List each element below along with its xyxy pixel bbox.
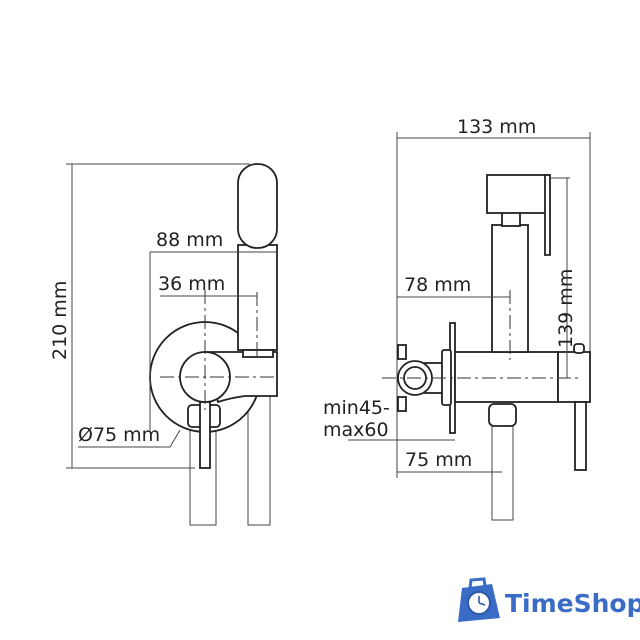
overall-width-label: 133 mm [457, 116, 536, 138]
height-label: 210 mm [49, 281, 71, 360]
handset-head [237, 163, 278, 249]
water-hose-side [491, 419, 514, 521]
diameter-label: Ø75 mm [78, 424, 160, 446]
depth-label: 78 mm [404, 274, 471, 296]
bracket-tab-top [397, 344, 407, 360]
cap-knob [573, 343, 585, 354]
valve-lever [199, 401, 211, 469]
wall-depth-label-min: min45- [323, 397, 390, 419]
logo-text: TimeShop [505, 589, 640, 618]
side-view: 133 mm 139 mm 78 mm [323, 116, 591, 521]
wall-depth-label-max: max60 [323, 419, 389, 441]
handset-body-side [491, 224, 529, 353]
diameter-leader [78, 429, 181, 448]
valve-cap [557, 351, 591, 403]
offset-label: 36 mm [158, 273, 225, 295]
timeshop-logo: TimeShop [458, 577, 640, 622]
bag-clock-icon [458, 577, 500, 622]
handset-head-side [486, 174, 550, 214]
valve-lever-side [574, 401, 587, 471]
front-view: 210 mm 88 mm 36 mm Ø75 mm [49, 163, 278, 526]
hose-nut-side [488, 403, 517, 427]
outlet-label: 75 mm [405, 449, 472, 471]
handset-trigger [544, 174, 551, 256]
height-label-side: 139 mm [555, 269, 577, 348]
valve-body-side [454, 351, 559, 403]
width-label: 88 mm [156, 229, 223, 251]
bracket-tab-bottom [397, 396, 407, 412]
shower-hose [247, 391, 271, 526]
handset-collar [242, 349, 274, 358]
